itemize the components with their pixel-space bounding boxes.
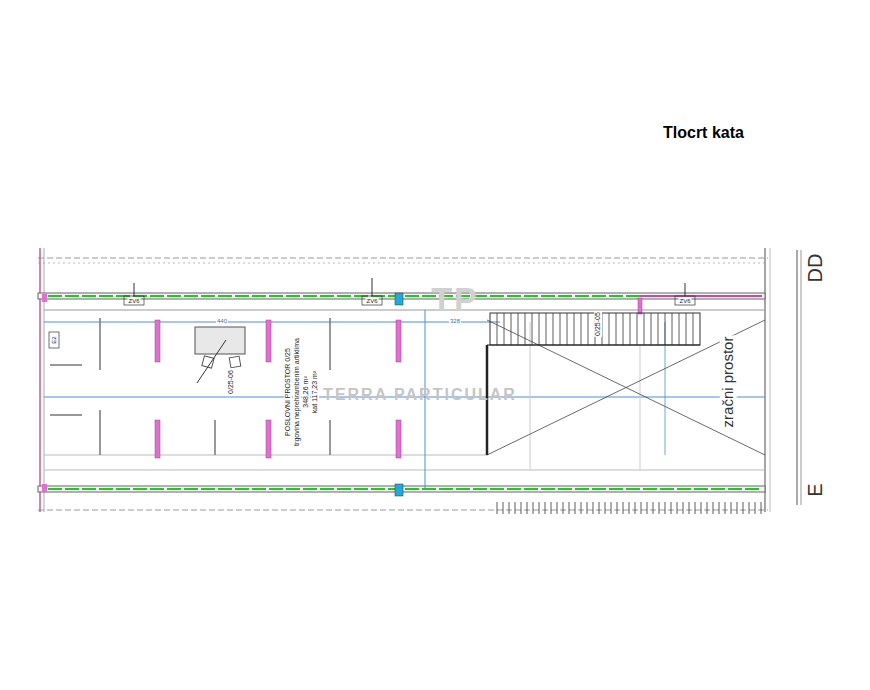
room-area: kat 117,23 m² bbox=[311, 370, 319, 414]
stair-step bbox=[611, 502, 612, 514]
stair-step bbox=[515, 502, 516, 514]
stair-step bbox=[695, 502, 696, 514]
stair-step bbox=[567, 313, 568, 345]
stair-step bbox=[525, 313, 526, 345]
stair-step bbox=[546, 313, 547, 345]
stair-step bbox=[539, 313, 540, 345]
section-mark: DD bbox=[804, 253, 826, 284]
plan-title: Tlocrt kata bbox=[663, 124, 744, 142]
stair-step bbox=[686, 313, 687, 345]
wall-mark: E2 bbox=[51, 335, 58, 344]
stair-step bbox=[533, 502, 534, 514]
void-label: zračni prostor bbox=[720, 336, 737, 429]
stair-step bbox=[653, 502, 654, 514]
dimension: 440 bbox=[216, 318, 228, 325]
room-name: POSLOVNI PROSTOR 0/25 bbox=[284, 347, 292, 437]
stair-step bbox=[553, 313, 554, 345]
stair-step bbox=[672, 313, 673, 345]
stair-step bbox=[713, 502, 714, 514]
stair-step bbox=[665, 313, 666, 345]
stair-step bbox=[629, 502, 630, 514]
stair-step bbox=[588, 313, 589, 345]
stair-step bbox=[569, 502, 570, 514]
stair-step bbox=[581, 502, 582, 514]
stair-step bbox=[593, 502, 594, 514]
stair-step bbox=[737, 502, 738, 514]
stair-step bbox=[755, 502, 756, 514]
room-number: 0/25-05 bbox=[594, 311, 602, 337]
stair-step bbox=[616, 313, 617, 345]
stair-step bbox=[599, 502, 600, 514]
zone-mark: ZV6 bbox=[365, 297, 378, 304]
stair-step bbox=[630, 313, 631, 345]
stair-step bbox=[532, 313, 533, 345]
stair-step bbox=[574, 313, 575, 345]
stair-step bbox=[504, 313, 505, 345]
stair-step bbox=[545, 502, 546, 514]
stair-step bbox=[749, 502, 750, 514]
stair-step bbox=[635, 502, 636, 514]
stair-step bbox=[659, 502, 660, 514]
watermark-logo: TP bbox=[431, 281, 478, 318]
stair-step bbox=[677, 502, 678, 514]
stair-step bbox=[503, 502, 504, 514]
stair-step bbox=[511, 313, 512, 345]
stair-step bbox=[587, 502, 588, 514]
zone-mark: ZV6 bbox=[678, 297, 691, 304]
stair-step bbox=[563, 502, 564, 514]
zone-mark: ZV6 bbox=[127, 297, 140, 304]
stair-step bbox=[693, 313, 694, 345]
stair-step bbox=[719, 502, 720, 514]
stair-step bbox=[605, 502, 606, 514]
room-use: trgovina neprehrambenim artiklima bbox=[293, 337, 301, 447]
stair-step bbox=[658, 313, 659, 345]
stair-step bbox=[637, 313, 638, 345]
room-number: 0/25-06 bbox=[227, 369, 235, 395]
stair-step bbox=[641, 502, 642, 514]
stair-step bbox=[497, 313, 498, 345]
room-area: 348,26 m² bbox=[302, 375, 310, 409]
stair-step bbox=[671, 502, 672, 514]
dimension: 328 bbox=[449, 318, 461, 325]
stair-step bbox=[539, 502, 540, 514]
stair-step bbox=[707, 502, 708, 514]
stair-step bbox=[743, 502, 744, 514]
stair-step bbox=[581, 313, 582, 345]
stair-step bbox=[609, 313, 610, 345]
stair-step bbox=[575, 502, 576, 514]
stair-step bbox=[557, 502, 558, 514]
stair-step bbox=[497, 502, 498, 514]
stair-step bbox=[725, 502, 726, 514]
stair-step bbox=[731, 502, 732, 514]
stair-step bbox=[623, 313, 624, 345]
stair-step bbox=[644, 313, 645, 345]
stair-step bbox=[551, 502, 552, 514]
stair-step bbox=[518, 313, 519, 345]
stair-step bbox=[560, 313, 561, 345]
stair-step bbox=[651, 313, 652, 345]
section-mark: E bbox=[804, 482, 826, 497]
stair-step bbox=[701, 502, 702, 514]
stair-step bbox=[509, 502, 510, 514]
watermark: TERRA PARTICULAR bbox=[323, 386, 517, 404]
stair-step bbox=[683, 502, 684, 514]
stair-step bbox=[679, 313, 680, 345]
stair-step bbox=[623, 502, 624, 514]
stair-step bbox=[665, 502, 666, 514]
stair-step bbox=[689, 502, 690, 514]
stair-step bbox=[761, 502, 762, 514]
stair-step bbox=[647, 502, 648, 514]
stair-step bbox=[521, 502, 522, 514]
stair-step bbox=[617, 502, 618, 514]
stair-step bbox=[527, 502, 528, 514]
